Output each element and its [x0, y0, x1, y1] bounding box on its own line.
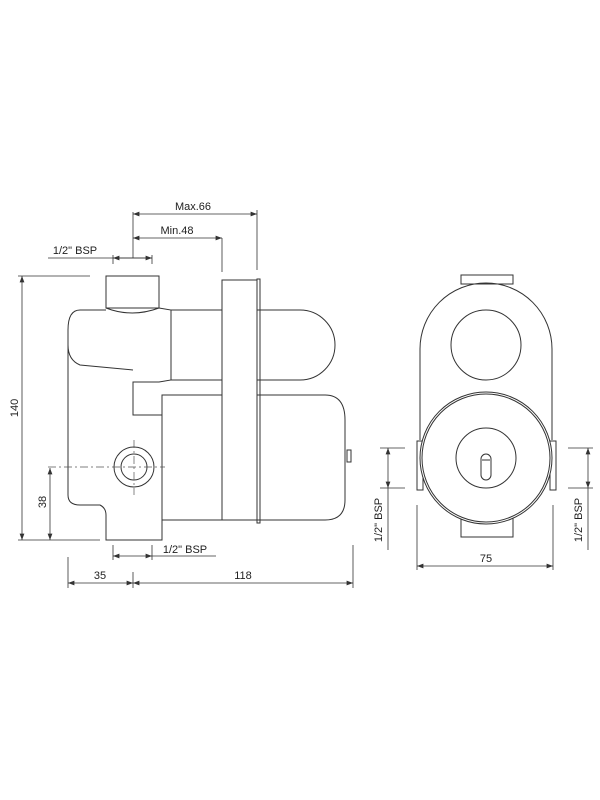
lower-circle-inner-rim [421, 393, 551, 523]
cap-nub [346, 449, 352, 463]
spindle-circle [455, 427, 517, 489]
spindle-slot [480, 453, 492, 481]
plate-flange [256, 278, 261, 524]
height-label: 140 [9, 399, 21, 417]
cover-plate [221, 279, 258, 521]
lower-circle [419, 391, 553, 525]
bottom-inlet-label: 1/2" BSP [163, 544, 207, 556]
right-port-label: 1/2" BSP [573, 498, 585, 542]
top-inlet-label: 1/2" BSP [53, 245, 97, 257]
inlet-height-label: 38 [37, 496, 49, 508]
front-body-outline [419, 282, 553, 440]
front-width-label: 75 [480, 553, 492, 565]
left-width-label: 35 [94, 570, 106, 582]
lower-cartridge [161, 394, 346, 521]
left-port-label: 1/2" BSP [373, 498, 385, 542]
max-depth-label: Max.66 [175, 201, 211, 213]
upper-circle [450, 309, 522, 381]
front-view: 1/2" BSP 1/2" BSP 75 [373, 274, 593, 570]
upper-cartridge [171, 309, 336, 381]
side-view: Max.66 Min.48 1/2" BSP 140 38 1/2" BSP 3… [9, 201, 354, 588]
min-depth-label: Min.48 [160, 225, 193, 237]
top-inlet-pipe [105, 275, 160, 309]
top-nub [460, 274, 514, 285]
right-width-label: 118 [234, 570, 252, 582]
valve-body-outline [67, 307, 172, 541]
